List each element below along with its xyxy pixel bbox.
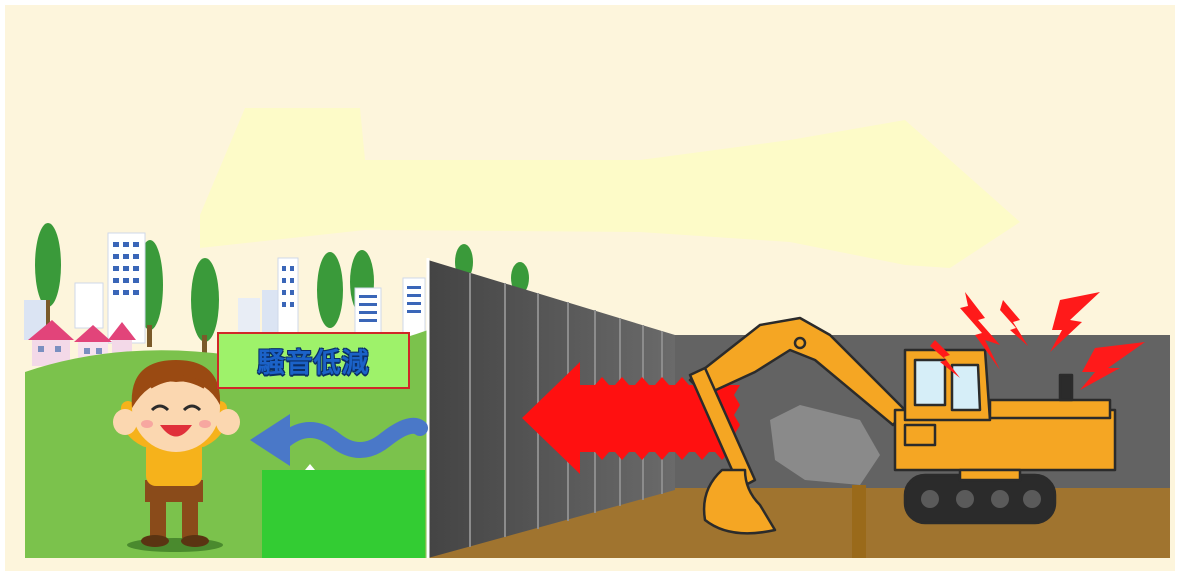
rock-stake xyxy=(852,485,866,558)
noise-reduction-label-text: 騒音低減 xyxy=(257,348,370,379)
detour-arrow xyxy=(200,108,1020,268)
rock xyxy=(770,405,880,485)
green-block-notch xyxy=(305,464,315,470)
smiling-child-icon xyxy=(113,360,240,552)
buildings xyxy=(24,232,426,344)
green-block xyxy=(262,470,425,558)
reduced-sound-wave-icon xyxy=(250,414,428,466)
noise-reduction-label: 騒音低減 xyxy=(217,332,410,389)
lightning-bolt-icon xyxy=(930,292,1145,390)
excavator-icon xyxy=(688,316,1117,535)
